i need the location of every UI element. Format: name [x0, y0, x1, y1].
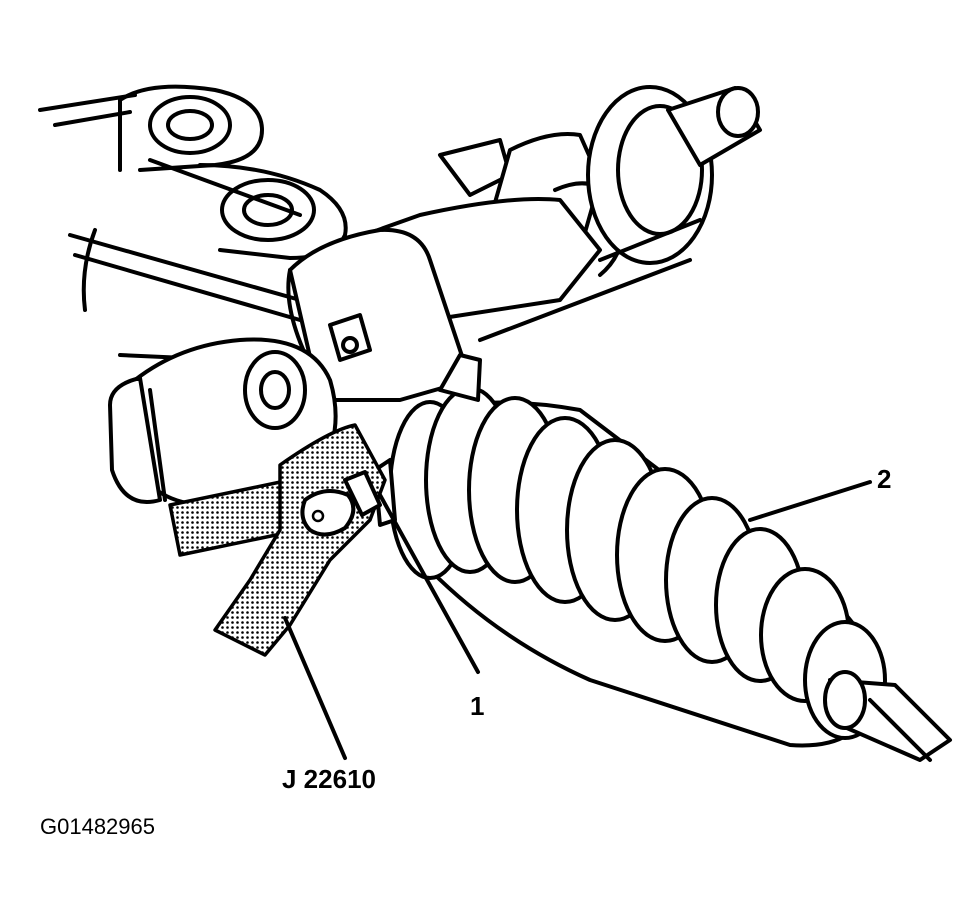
- callout-label-2: 2: [877, 464, 892, 494]
- boot-clamp-pliers-tool: [168, 423, 387, 657]
- leader-line-1: [378, 493, 480, 674]
- tool-number-label: J 22610: [282, 764, 376, 794]
- bellows-boot: [388, 386, 952, 762]
- callout-label-1: 1: [470, 691, 485, 721]
- figure-id: G01482965: [40, 814, 155, 839]
- leader-line-2: [748, 480, 872, 522]
- leader-line-tool: [283, 616, 347, 760]
- steering-gear-housing: [38, 84, 348, 362]
